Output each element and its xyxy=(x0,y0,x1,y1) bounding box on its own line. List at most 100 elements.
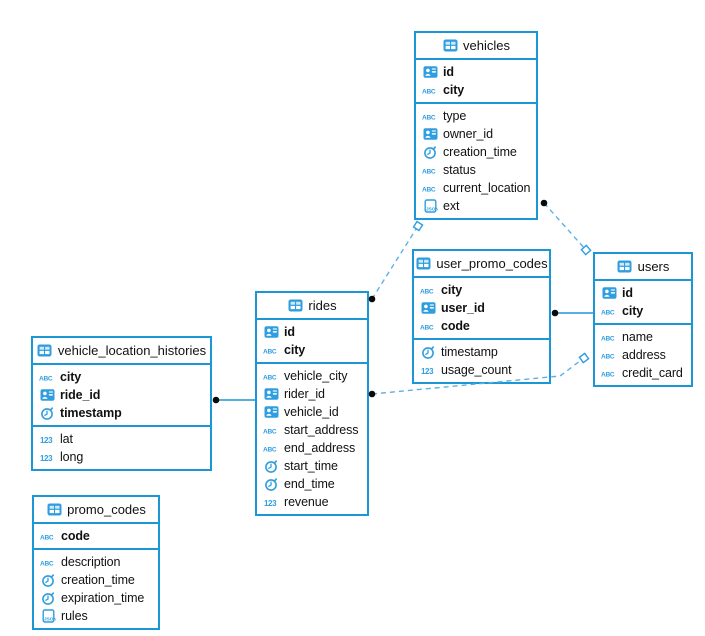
column-row-description[interactable]: ABC description xyxy=(39,555,121,569)
column-row-start_address[interactable]: ABC start_address xyxy=(262,423,359,437)
column-row-status[interactable]: ABC status xyxy=(421,163,476,177)
id-card-icon xyxy=(262,405,280,419)
column-row-start_time[interactable]: start_time xyxy=(257,457,367,475)
relation-endpoint-dot xyxy=(368,295,376,303)
table-users[interactable]: users id ABC city ABC name ABC address A… xyxy=(593,252,693,387)
abc-type-icon: ABC xyxy=(421,181,439,195)
abc-type-icon: ABC xyxy=(262,369,280,383)
primary-key-section: ABC code xyxy=(34,524,158,550)
column-row-id[interactable]: id xyxy=(416,63,536,81)
columns-section: ABC name ABC address ABC credit_card xyxy=(595,325,691,385)
table-header[interactable]: promo_codes xyxy=(34,497,158,524)
id-card-icon xyxy=(600,286,618,300)
svg-text:ABC: ABC xyxy=(422,115,436,122)
column-row-ride_id[interactable]: ride_id xyxy=(33,386,210,404)
relation-endpoint-diamond xyxy=(578,352,590,364)
abc-type-icon: ABC xyxy=(38,370,56,384)
number-type-icon: 123 xyxy=(38,432,56,446)
id-card-icon xyxy=(421,127,439,141)
table-rides[interactable]: rides id ABC city ABC vehicle_city rider… xyxy=(255,291,369,516)
column-row-vehicle_city[interactable]: ABC vehicle_city xyxy=(262,369,348,383)
table-icon xyxy=(37,344,53,358)
column-row-city[interactable]: ABC city xyxy=(38,370,82,384)
svg-text:123: 123 xyxy=(264,499,277,508)
svg-text:ABC: ABC xyxy=(40,535,54,542)
table-vehicles[interactable]: vehicles id ABC city ABC type owner_id c… xyxy=(414,31,538,220)
column-row-type[interactable]: ABC type xyxy=(421,109,467,123)
column-row-city[interactable]: ABC city xyxy=(600,304,644,318)
columns-section: ABC description creation_time expiration… xyxy=(34,550,158,628)
column-row-creation_time[interactable]: creation_time xyxy=(34,571,158,589)
svg-text:ABC: ABC xyxy=(422,169,436,176)
number-type-icon: 123 xyxy=(38,450,56,464)
column-row-end_address[interactable]: ABC end_address xyxy=(262,441,356,455)
table-header[interactable]: users xyxy=(595,254,691,281)
table-header[interactable]: vehicles xyxy=(416,33,536,60)
column-row-long[interactable]: 123 long xyxy=(38,450,84,464)
column-row-usage_count[interactable]: 123 usage_count xyxy=(419,363,512,377)
table-icon xyxy=(46,503,62,517)
relation-endpoint-dot xyxy=(368,390,376,398)
column-row-rider_id[interactable]: rider_id xyxy=(257,385,367,403)
relation-endpoint-dot xyxy=(551,309,559,317)
primary-key-section: id ABC city xyxy=(595,281,691,325)
primary-key-section: id ABC city xyxy=(257,320,367,364)
abc-type-icon: ABC xyxy=(600,330,618,344)
column-row-revenue[interactable]: 123 revenue xyxy=(263,495,329,509)
timestamp-type-icon xyxy=(39,591,57,605)
column-row-city[interactable]: ABC city xyxy=(419,283,463,297)
column-row-end_time[interactable]: end_time xyxy=(257,475,367,493)
abc-type-icon: ABC xyxy=(39,555,57,569)
table-header[interactable]: user_promo_codes xyxy=(414,251,549,278)
column-row-address[interactable]: ABC address xyxy=(600,348,666,362)
table-vehicle_location_histories[interactable]: vehicle_location_histories ABC city ride… xyxy=(31,336,212,471)
column-row-credit_card[interactable]: ABC credit_card xyxy=(600,366,683,380)
column-row-city[interactable]: ABC city xyxy=(262,343,306,357)
svg-text:123: 123 xyxy=(421,367,434,376)
column-row-timestamp[interactable]: timestamp xyxy=(33,404,210,422)
column-row-ext[interactable]: JSON ext xyxy=(416,197,536,215)
column-row-expiration_time[interactable]: expiration_time xyxy=(34,589,158,607)
column-row-id[interactable]: id xyxy=(257,323,367,341)
column-row-code[interactable]: ABC code xyxy=(419,319,470,333)
primary-key-section: id ABC city xyxy=(416,60,536,104)
relation-endpoint-dot xyxy=(540,199,548,207)
column-row-current_location[interactable]: ABC current_location xyxy=(421,181,531,195)
column-row-owner_id[interactable]: owner_id xyxy=(416,125,536,143)
svg-text:ABC: ABC xyxy=(601,336,615,343)
column-row-lat[interactable]: 123 lat xyxy=(38,432,74,446)
svg-text:JSON: JSON xyxy=(425,206,437,212)
number-type-icon: 123 xyxy=(419,363,437,377)
relation-endpoint-diamond xyxy=(580,244,592,256)
column-row-rules[interactable]: JSON rules xyxy=(34,607,158,625)
svg-text:JSON: JSON xyxy=(43,616,55,622)
svg-text:123: 123 xyxy=(40,454,53,463)
column-row-city[interactable]: ABC city xyxy=(421,83,465,97)
column-row-vehicle_id[interactable]: vehicle_id xyxy=(257,403,367,421)
columns-section: ABC type owner_id creation_time ABC stat… xyxy=(416,104,536,218)
id-card-icon xyxy=(262,387,280,401)
table-icon xyxy=(287,299,303,313)
svg-text:ABC: ABC xyxy=(40,561,54,568)
column-row-id[interactable]: id xyxy=(595,284,691,302)
column-row-user_id[interactable]: user_id xyxy=(414,299,549,317)
id-card-icon xyxy=(421,65,439,79)
relation-endpoint-diamond xyxy=(412,220,424,232)
columns-section: ABC vehicle_city rider_id vehicle_id ABC… xyxy=(257,364,367,514)
table-promo_codes[interactable]: promo_codes ABC code ABC description cre… xyxy=(32,495,160,630)
svg-text:ABC: ABC xyxy=(263,429,277,436)
table-user_promo_codes[interactable]: user_promo_codes ABC city user_id ABC co… xyxy=(412,249,551,384)
column-row-name[interactable]: ABC name xyxy=(600,330,653,344)
abc-type-icon: ABC xyxy=(262,441,280,455)
columns-section: 123 lat 123 long xyxy=(33,427,210,469)
column-row-timestamp[interactable]: timestamp xyxy=(414,343,549,361)
json-type-icon: JSON xyxy=(421,198,439,213)
column-row-creation_time[interactable]: creation_time xyxy=(416,143,536,161)
table-header[interactable]: vehicle_location_histories xyxy=(33,338,210,365)
column-row-code[interactable]: ABC code xyxy=(39,529,90,543)
table-header[interactable]: rides xyxy=(257,293,367,320)
abc-type-icon: ABC xyxy=(421,109,439,123)
abc-type-icon: ABC xyxy=(421,163,439,177)
abc-type-icon: ABC xyxy=(600,304,618,318)
abc-type-icon: ABC xyxy=(600,348,618,362)
